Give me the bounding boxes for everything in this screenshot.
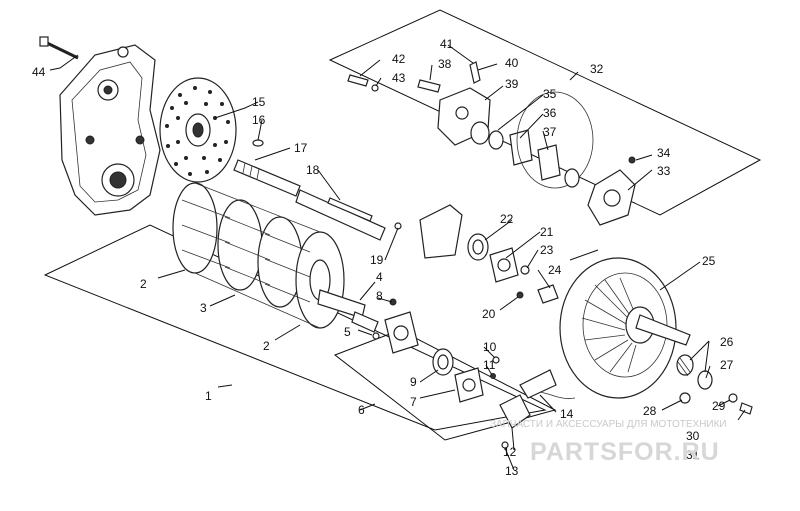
bearing-flange-plate (394, 204, 463, 259)
brake-disc-15 (159, 77, 237, 183)
bearing-9 (432, 348, 454, 376)
callout-37: 37 (543, 125, 557, 139)
frame-group-1 (43, 224, 547, 431)
callout-4: 4 (376, 270, 383, 284)
callout-39: 39 (505, 77, 519, 91)
callout-11: 11 (483, 358, 496, 372)
callout-42: 42 (392, 52, 406, 66)
o-ring-28 (679, 392, 691, 404)
small-parts-10-11 (490, 356, 500, 379)
callout-7: 7 (410, 395, 417, 409)
bearing-22 (467, 233, 489, 261)
bolt-30-31 (739, 402, 753, 415)
callout-38: 38 (438, 57, 452, 71)
callout-33: 33 (657, 164, 671, 178)
bolt-44 (39, 36, 79, 60)
callout-44: 44 (32, 65, 46, 79)
callout-29: 29 (712, 399, 726, 413)
callout-15: 15 (252, 95, 266, 109)
callout-26: 26 (720, 335, 734, 349)
bolt-8 (389, 298, 397, 306)
callout-24: 24 (548, 263, 562, 277)
bolt-20 (516, 291, 524, 299)
watermark-brand: PARTSFOR.RU (530, 438, 720, 466)
caliper-half-33 (587, 156, 636, 226)
callout-35: 35 (543, 87, 557, 101)
leader-lines (49, 44, 746, 471)
callout-12: 12 (503, 445, 517, 459)
callout-3: 3 (200, 301, 207, 315)
watermark: ЗАПЧАСТИ И АКСЕССУАРЫ ДЛЯ МОТОТЕХНИКИ PA… (490, 419, 727, 466)
callout-13: 13 (505, 464, 519, 478)
screw-42-43 (347, 74, 379, 92)
shaft-stub-4 (317, 289, 379, 333)
seal-35 (470, 121, 504, 150)
callout-16: 16 (252, 113, 266, 127)
callout-32: 32 (590, 62, 604, 76)
callout-2b: 2 (263, 339, 270, 353)
bushing-27 (697, 370, 713, 390)
track-drive-sprockets (172, 182, 345, 329)
callout-18: 18 (306, 163, 320, 177)
callout-6: 6 (358, 403, 365, 417)
callout-5: 5 (344, 325, 351, 339)
driven-clutch-25 (559, 257, 691, 399)
brake-pads-36-37 (509, 129, 561, 181)
callout-9: 9 (410, 375, 417, 389)
callout-1: 1 (205, 389, 212, 403)
bearing-flange-7 (384, 311, 484, 403)
callout-22: 22 (500, 212, 514, 226)
speed-sensor-12-14 (499, 369, 576, 449)
callout-19: 19 (370, 253, 384, 267)
callout-20: 20 (482, 307, 496, 321)
spring-26 (676, 354, 694, 377)
callout-8: 8 (376, 289, 383, 303)
callout-31: 31 (686, 448, 700, 462)
bleeder-40-41 (469, 61, 481, 84)
callout-40: 40 (505, 56, 519, 70)
flange-21 (489, 247, 519, 283)
callout-36: 36 (543, 106, 557, 120)
pin-38 (417, 79, 441, 93)
callout-10: 10 (483, 340, 497, 354)
callout-14: 14 (560, 407, 574, 421)
callout-21: 21 (540, 225, 554, 239)
shaft-17 (233, 159, 301, 197)
watermark-tagline: ЗАПЧАСТИ И АКСЕССУАРЫ ДЛЯ МОТОТЕХНИКИ (490, 419, 727, 430)
callout-28: 28 (643, 404, 657, 418)
callout-25: 25 (702, 254, 716, 268)
chaincase-housing (59, 44, 161, 216)
shaft-18 (295, 189, 386, 241)
callout-17: 17 (294, 141, 308, 155)
key-16 (252, 139, 264, 147)
callout-labels: 1 2 2 3 4 5 6 7 8 9 10 11 12 13 14 15 16… (32, 37, 734, 478)
callout-34: 34 (657, 146, 671, 160)
callout-27: 27 (720, 358, 734, 372)
callout-2a: 2 (140, 277, 147, 291)
callout-23: 23 (540, 243, 554, 257)
washer-5 (372, 332, 380, 340)
callout-41: 41 (440, 37, 454, 51)
caliper-ring (516, 91, 594, 189)
callout-30: 30 (686, 429, 700, 443)
washer-29 (728, 393, 738, 403)
callout-43: 43 (392, 71, 406, 85)
